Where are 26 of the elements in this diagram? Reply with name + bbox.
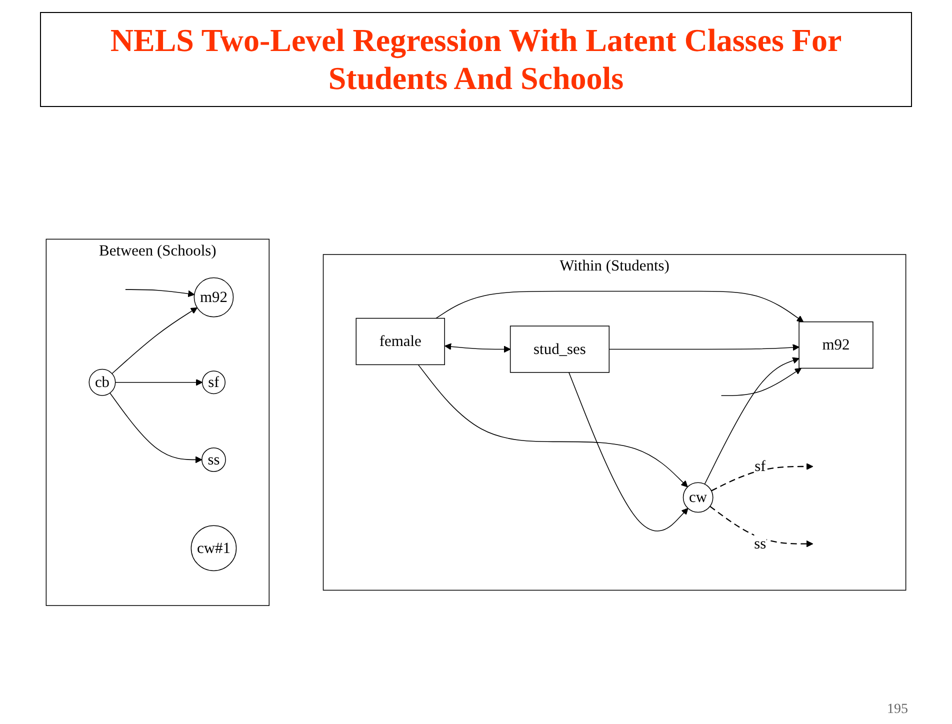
arrow [710, 505, 814, 547]
node-box: stud_ses [510, 325, 610, 372]
arrow [436, 290, 804, 322]
arrow [110, 392, 202, 463]
edge-label: sf [754, 458, 766, 475]
node-box: female [356, 318, 445, 365]
arrow [125, 288, 195, 297]
arrow [444, 342, 511, 352]
slide-title: NELS Two-Level Regression With Latent Classes For Students And Schools [40, 12, 912, 107]
node-circle: sf [202, 370, 226, 394]
node-circle: ss [202, 447, 226, 472]
arrow [418, 364, 688, 487]
arrow [608, 344, 800, 350]
arrow [704, 356, 800, 484]
arrow [114, 378, 203, 386]
arrow [112, 307, 198, 374]
arrow [711, 462, 814, 491]
node-circle: cw [682, 482, 714, 512]
edge-label: ss [754, 534, 766, 552]
node-circle: cb [88, 368, 116, 396]
node-circle: m92 [194, 276, 234, 317]
arrow [720, 368, 802, 396]
arrow [568, 372, 688, 531]
node-circle: cw#1 [190, 524, 237, 571]
node-box: m92 [798, 321, 874, 368]
page-number: 195 [887, 702, 908, 718]
